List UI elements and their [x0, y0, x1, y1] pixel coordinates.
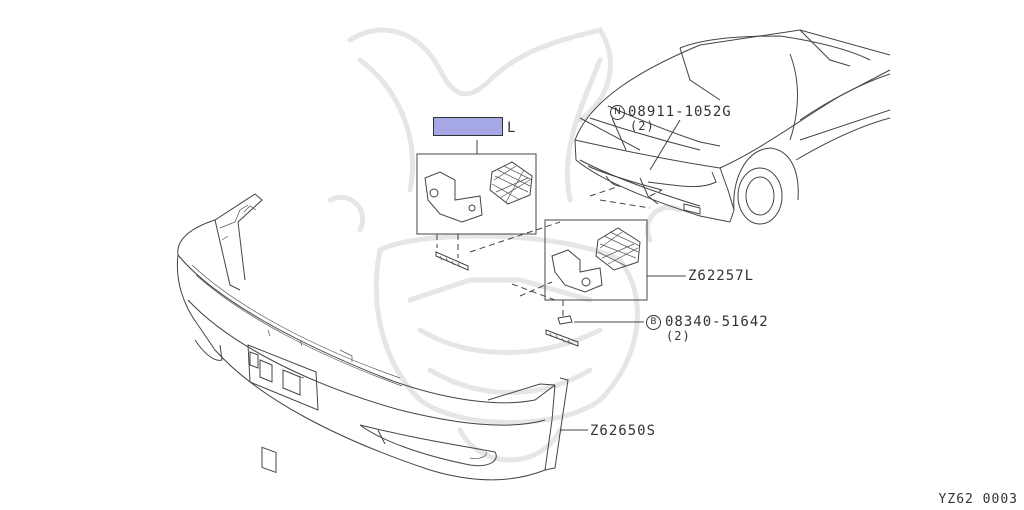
bumper-part-number[interactable]: Z62650S — [590, 423, 657, 439]
nut-part-number[interactable]: 08911-1052G — [628, 104, 732, 120]
upper-fastener — [435, 221, 561, 271]
lower-bracket-box — [544, 219, 686, 301]
figure-reference: YZ62 0003 — [938, 492, 1018, 507]
bolt-part-number[interactable]: 08340-51642 — [665, 314, 769, 330]
bolt-quantity: (2) — [666, 329, 691, 343]
front-bumper-fascia — [176, 193, 569, 481]
selected-part-highlight[interactable] — [433, 117, 503, 136]
lower-fastener — [511, 185, 663, 347]
nut-quantity: (2) — [630, 119, 655, 133]
bracket-net-part-number[interactable]: Z62257L — [688, 268, 755, 284]
upper-bracket-box — [416, 140, 537, 235]
car-front — [574, 29, 891, 225]
callout-leaders — [560, 429, 588, 431]
watermark-emblem — [327, 27, 683, 463]
bolt-symbol-icon: B — [646, 315, 661, 330]
nut-symbol-icon: N — [610, 105, 625, 120]
selected-part-suffix: L — [507, 120, 517, 136]
